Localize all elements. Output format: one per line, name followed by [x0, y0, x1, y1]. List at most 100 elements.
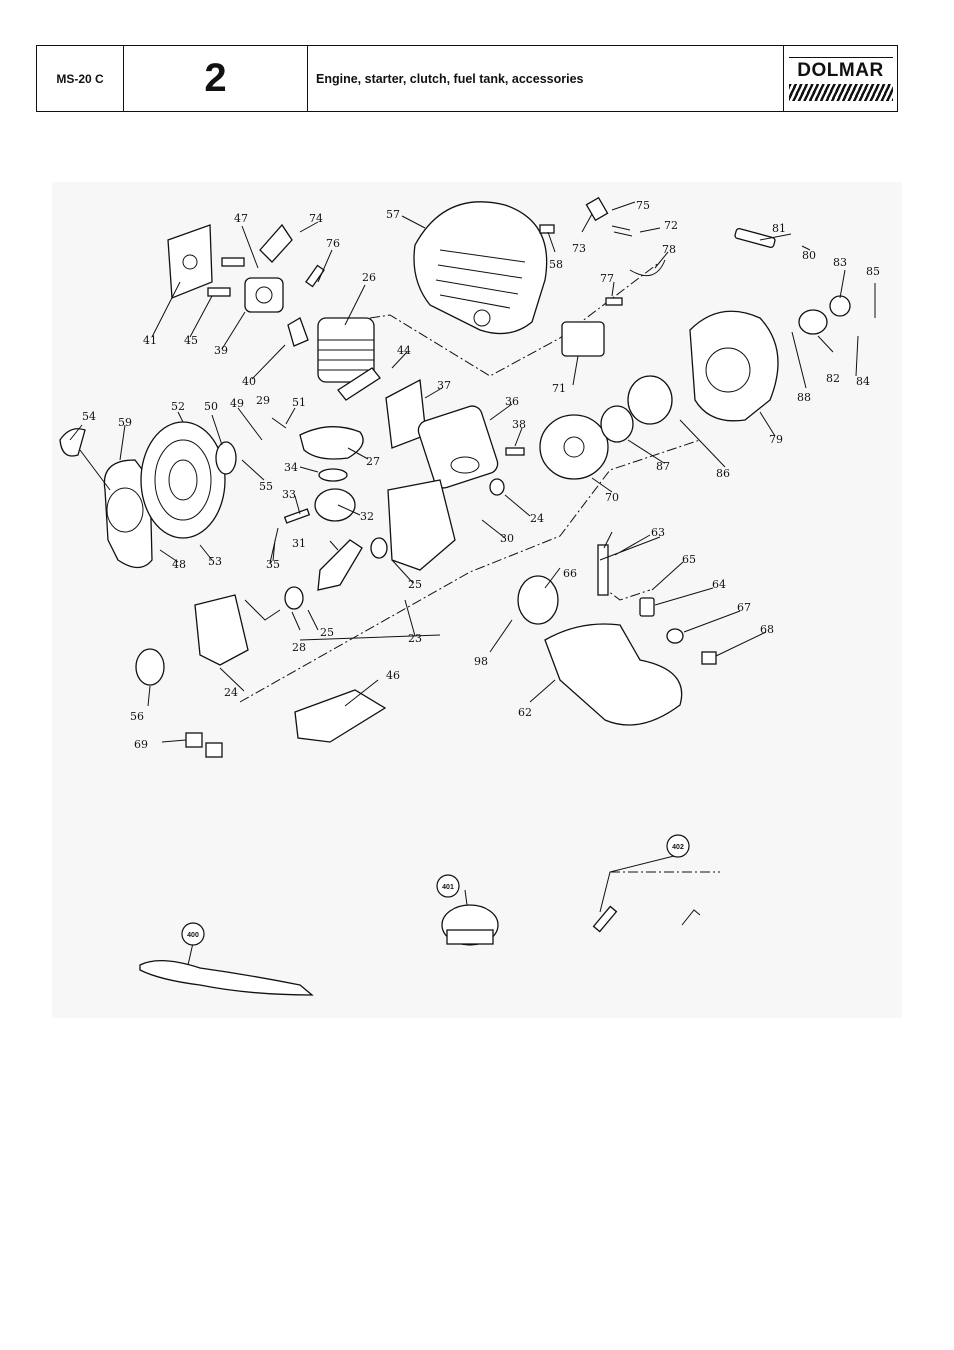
part-87-clutch	[600, 405, 634, 443]
callout-40: 40	[242, 375, 256, 388]
callout-38: 38	[512, 418, 526, 431]
part-32-piston	[314, 488, 356, 522]
callout-82: 82	[826, 372, 840, 385]
callout-45: 45	[184, 334, 198, 347]
part-48-opening	[106, 487, 144, 533]
part-47-bolt	[221, 257, 245, 267]
callout-400: 400	[187, 932, 199, 939]
callout-80: 80	[802, 249, 816, 262]
part-39-bore	[255, 286, 273, 304]
callout-56: 56	[130, 710, 144, 723]
callout-37: 37	[437, 379, 451, 392]
callout-78: 78	[662, 243, 676, 256]
part-400-shoulder-strap	[139, 960, 314, 996]
badge-401	[436, 874, 460, 898]
callout-71: 71	[552, 382, 566, 395]
logo-stripes	[788, 83, 893, 101]
part-79-clutch-housing	[689, 310, 779, 422]
accessory-leaders	[187, 854, 679, 966]
callout-30: 30	[500, 532, 514, 545]
callout-66: 66	[563, 567, 577, 580]
callout-28: 28	[292, 641, 306, 654]
callout-88: 88	[797, 391, 811, 404]
callout-84: 84	[856, 375, 870, 388]
callout-98: 98	[474, 655, 488, 668]
part-36-outlet	[450, 456, 480, 474]
part-24-crankcase	[194, 594, 249, 666]
part-77-screw	[605, 297, 623, 306]
guide-line-head	[369, 261, 661, 377]
part-34-ring	[318, 468, 348, 482]
callout-23: 23	[408, 632, 422, 645]
part-79-bore	[705, 347, 751, 393]
part-66-fuel-cap	[517, 575, 559, 625]
part-40-gasket	[287, 317, 309, 347]
part-71-ignition-coil	[561, 321, 605, 357]
part-52-recoil-spring	[140, 421, 226, 539]
part-69-mount-b	[205, 742, 223, 758]
part-56-cover	[135, 648, 165, 686]
part-70-flywheel	[539, 414, 609, 480]
badge-400	[181, 922, 205, 946]
callout-35: 35	[266, 558, 280, 571]
page-title: Engine, starter, clutch, fuel tank, acce…	[308, 46, 784, 111]
callout-59: 59	[118, 416, 132, 429]
part-53-rope	[79, 449, 111, 491]
callout-69: 69	[134, 738, 148, 751]
callout-54: 54	[82, 410, 96, 423]
callout-68: 68	[760, 623, 774, 636]
part-54-handle	[59, 428, 86, 457]
part-57-engine-cover	[413, 201, 548, 335]
part-402-hex-key	[681, 909, 701, 926]
callout-27: 27	[366, 455, 380, 468]
callout-24-left: 24	[224, 686, 238, 699]
part-69-mount-a	[185, 732, 203, 748]
part-36-muffler	[417, 405, 499, 489]
part-33-pin	[283, 508, 311, 524]
callout-64: 64	[712, 578, 726, 591]
callout-55: 55	[259, 480, 273, 493]
part-52-coil-inner	[154, 439, 212, 521]
guide-line-main	[239, 439, 701, 703]
part-82-bushing	[798, 309, 828, 335]
part-46-base-plate	[294, 689, 387, 743]
part-52-coil-core	[168, 459, 198, 501]
part-73-plug-cap	[585, 196, 609, 222]
part-402-wrench	[592, 905, 618, 933]
part-24-seal	[489, 478, 505, 496]
model-cell: MS-20 C	[37, 46, 124, 111]
callout-75: 75	[636, 199, 650, 212]
callout-25-upper: 25	[408, 578, 422, 591]
callout-49: 49	[230, 397, 244, 410]
callout-58: 58	[549, 258, 563, 271]
part-401-spool-band	[446, 929, 494, 945]
brand-name: DOLMAR	[797, 59, 884, 81]
part-41-plate	[167, 224, 213, 299]
callout-29: 29	[256, 394, 270, 407]
part-64-filter	[639, 597, 655, 617]
part-38-bolt	[505, 447, 525, 456]
callout-32: 32	[360, 510, 374, 523]
part-41-hole	[182, 254, 198, 270]
part-31-crankshaft	[317, 539, 363, 591]
callout-87: 87	[656, 460, 670, 473]
diagram-drawing: 23 24 24 25 25 26 27 28 29 30 31 32 33 3…	[59, 196, 880, 996]
part-45-bolt	[207, 287, 231, 297]
callout-47: 47	[234, 212, 248, 225]
part-57-grommet	[473, 309, 491, 327]
part-63-fuel-line	[597, 544, 609, 596]
page-number: 2	[124, 46, 308, 111]
callout-77: 77	[600, 272, 614, 285]
callout-57: 57	[386, 208, 400, 221]
callout-70: 70	[605, 491, 619, 504]
part-68-clip	[701, 651, 717, 665]
part-39-carburetor	[244, 277, 284, 313]
callout-72: 72	[664, 219, 678, 232]
part-27-gasket	[299, 426, 364, 460]
callout-73: 73	[572, 242, 586, 255]
callout-24-right: 24	[530, 512, 544, 525]
part-70-hub	[563, 436, 585, 458]
callout-25-lower: 25	[320, 626, 334, 639]
part-57-vents	[435, 249, 526, 309]
callout-51: 51	[292, 396, 306, 409]
